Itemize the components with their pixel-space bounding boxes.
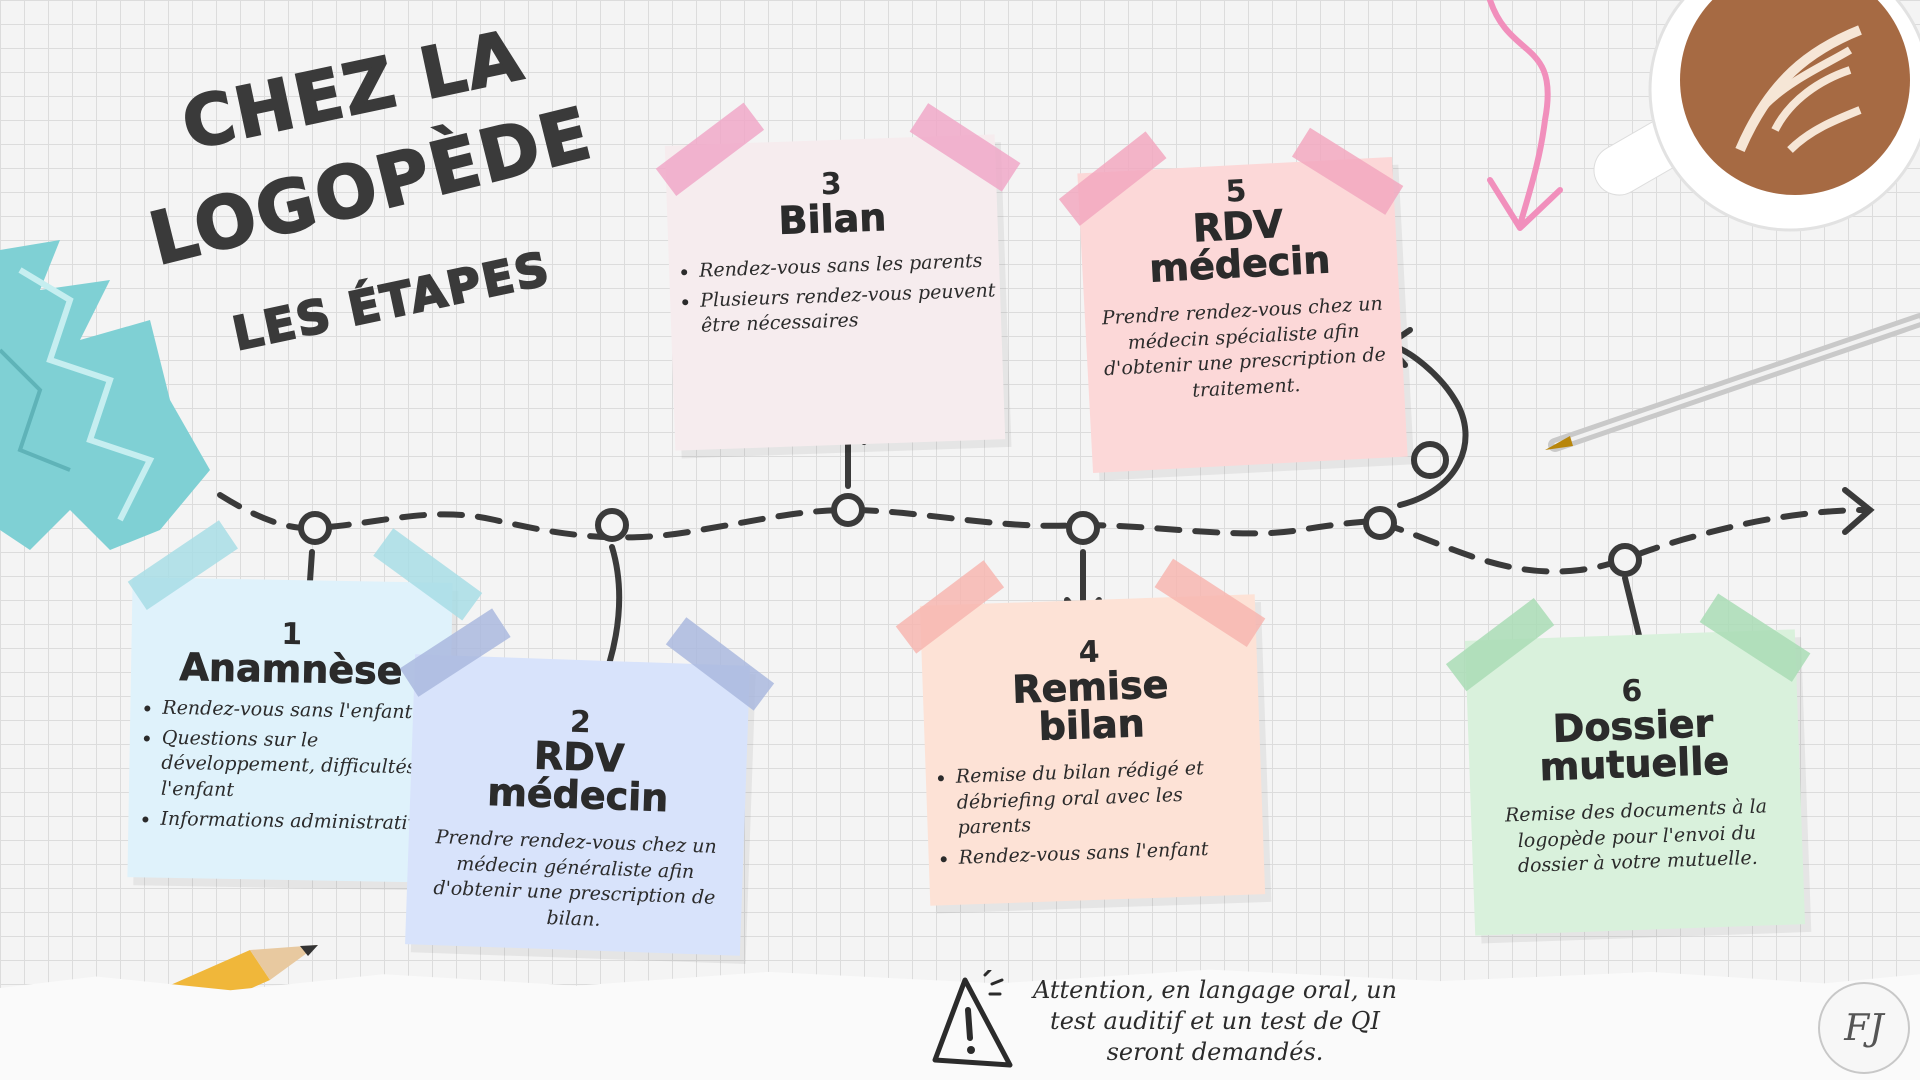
pen-icon	[1545, 313, 1920, 452]
logo: FJ	[1818, 982, 1910, 1074]
pink-arrow-icon	[1487, 0, 1563, 231]
step-description: Remise des documents à la logopède pour …	[1504, 795, 1768, 878]
step-3-note: 3 Bilan Rendez-vous sans les parents Plu…	[655, 102, 1021, 451]
step-description: Prendre rendez-vous chez un médecin spéc…	[1101, 292, 1387, 402]
warning-icon	[932, 970, 1013, 1068]
warning-line2: test auditif et un test de QI	[1050, 1007, 1380, 1036]
step-6-note: 6 Dossier mutuelle Remise des documents …	[1445, 593, 1811, 936]
warning-text: Attention, en langage oral, un test audi…	[1000, 975, 1430, 1069]
step-4-note: 4 Remise bilan Remise du bilan rédigé et…	[895, 558, 1266, 906]
step-bullet: Remise du bilan rédigé et débriefing ora…	[955, 754, 1262, 842]
step-description: Prendre rendez-vous chez un médecin géné…	[433, 826, 718, 931]
step-1-note: 1 Anamnèse Rendez-vous sans l'enfant Que…	[127, 520, 483, 883]
step-bullet: Informations administratives	[160, 806, 448, 837]
step-bullet: Rendez-vous sans l'enfant	[958, 835, 1264, 871]
crumpled-paper-icon	[0, 240, 210, 550]
logo-initials: FJ	[1844, 1007, 1884, 1049]
step-bullet: Plusieurs rendez-vous peuvent être néces…	[700, 278, 1002, 340]
coffee-cup-icon	[1593, 0, 1920, 232]
warning-line3: seront demandés.	[1106, 1038, 1324, 1067]
step-2-note: 2 RDV médecin Prendre rendez-vous chez u…	[399, 608, 775, 956]
step-bullet: Rendez-vous sans l'enfant	[162, 696, 450, 727]
warning-line1: Attention, en langage oral, un	[1032, 976, 1398, 1004]
step-bullet: Questions sur le développement, difficul…	[161, 725, 450, 807]
step-5-note: 5 RDV médecin Prendre rendez-vous chez u…	[1058, 127, 1408, 474]
